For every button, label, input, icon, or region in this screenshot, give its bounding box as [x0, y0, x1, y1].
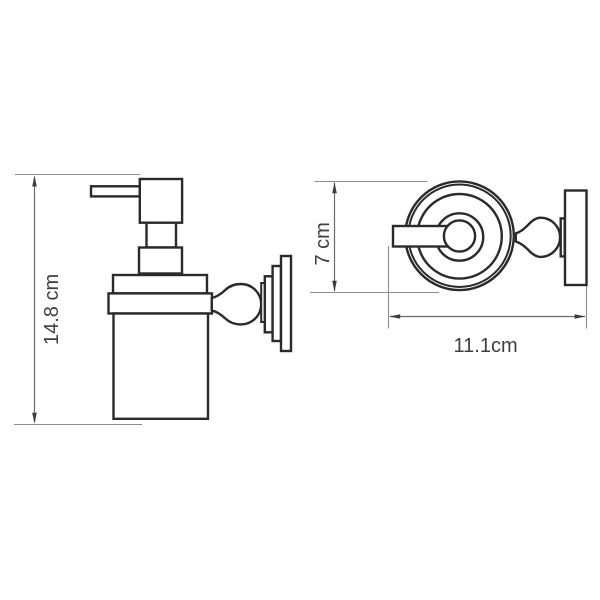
svg-text:7 cm: 7 cm — [312, 222, 334, 265]
svg-text:11.1cm: 11.1cm — [454, 335, 518, 357]
svg-text:14.8 cm: 14.8 cm — [41, 274, 63, 345]
